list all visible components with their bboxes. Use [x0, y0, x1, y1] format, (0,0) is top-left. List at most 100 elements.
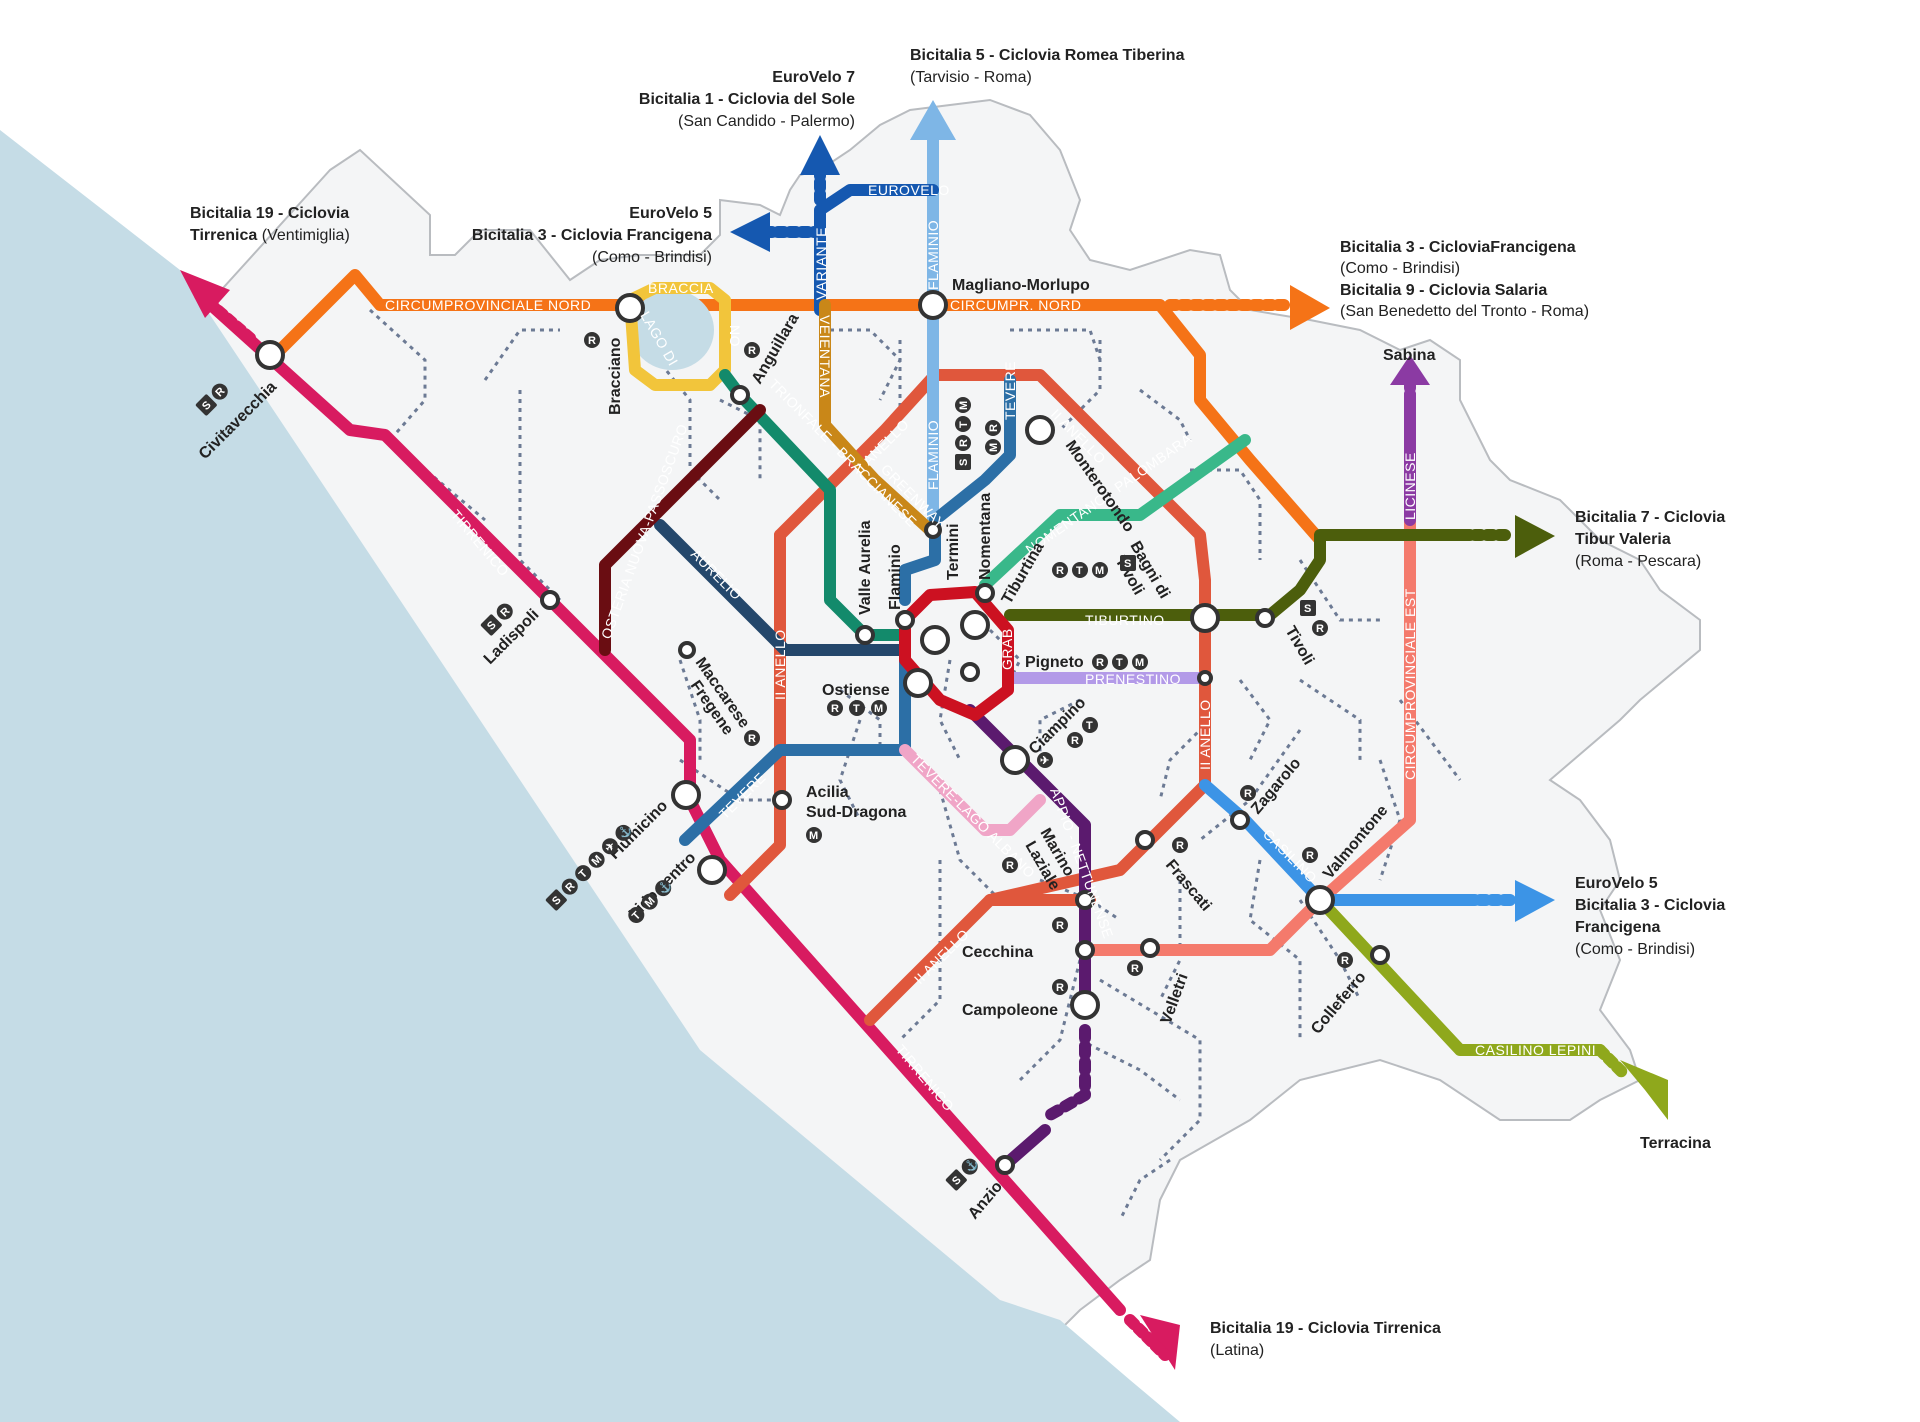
label-flaminio: Flaminio — [887, 544, 904, 610]
arrow-terracina — [1620, 1060, 1668, 1120]
route-label-licinese: LICINESE — [1402, 452, 1418, 520]
route-label-circ-est: CIRCUMPROVINCIALE EST — [1402, 588, 1418, 780]
badge-frascati: R — [1172, 837, 1188, 853]
svg-text:(San Candido - Palermo): (San Candido - Palermo) — [678, 113, 855, 130]
route-label-tevere-n: TEVERE — [1002, 361, 1018, 420]
badges-fiumicino: S R T M ✈ ⚓ — [545, 822, 635, 911]
station-anguillara — [730, 385, 750, 405]
badges-ostiense: R T M — [827, 700, 887, 716]
svg-text:Francigena: Francigena — [1575, 919, 1660, 936]
label-cecchina: Cecchina — [962, 944, 1033, 961]
label-valle-aurelia: Valle Aurelia — [857, 520, 874, 615]
svg-text:R: R — [1244, 788, 1252, 800]
station-ladispoli — [540, 590, 560, 610]
label-termini: Termini — [945, 523, 962, 580]
exit-ev5-se: EuroVelo 5 Bicitalia 3 - Ciclovia Franci… — [1575, 875, 1725, 958]
badge-valmontone: R — [1302, 847, 1318, 863]
svg-text:M: M — [1135, 657, 1144, 669]
badge-campoleone: R — [1052, 979, 1068, 995]
arrow-variante-west — [730, 212, 770, 252]
route-label-anello-e: II ANELLO — [1197, 699, 1213, 770]
route-label-casilino-lepini: CASILINO LEPINI — [1475, 1042, 1596, 1058]
line-aurelio — [654, 519, 911, 656]
label-bracciano: Bracciano — [607, 337, 624, 415]
route-label-veientana: VEIENTANA — [817, 315, 833, 398]
station-tivoli — [1255, 608, 1275, 628]
exit-labels: EuroVelo 7 Bicitalia 1 - Ciclovia del So… — [190, 47, 1725, 1359]
svg-text:R: R — [1056, 982, 1064, 994]
arrow-flaminio-north — [910, 100, 956, 140]
arrow-tirrenico-north — [180, 270, 230, 318]
svg-text:Bicitalia 7 - Ciclovia: Bicitalia 7 - Ciclovia — [1575, 509, 1725, 526]
badges-tivoli: S R — [1300, 600, 1328, 636]
route-label-variante: VARIANTE — [813, 227, 829, 300]
badges-bagni: S — [1120, 555, 1136, 571]
exit-bi7: Bicitalia 7 - Ciclovia Tibur Valeria (Ro… — [1575, 509, 1725, 570]
station-velletri — [1140, 938, 1160, 958]
svg-text:R: R — [748, 345, 756, 357]
svg-text:EuroVelo 5: EuroVelo 5 — [1575, 875, 1658, 892]
badges-termini: S R T M — [955, 397, 971, 470]
svg-text:R: R — [1071, 735, 1079, 747]
exit-bi5: Bicitalia 5 - Ciclovia Romea Tiberina (T… — [910, 47, 1185, 86]
exit-ev5-west: EuroVelo 5 Bicitalia 3 - Ciclovia Franci… — [472, 205, 712, 266]
badges-nomentana: M R — [985, 420, 1001, 455]
station-roma-3 — [960, 662, 980, 682]
svg-text:R: R — [1176, 840, 1184, 852]
svg-text:(San Benedetto del Tronto - Ro: (San Benedetto del Tronto - Roma) — [1340, 303, 1589, 320]
badge-bracciano: R — [584, 332, 600, 348]
svg-text:Bicitalia 3 - Ciclovia Francig: Bicitalia 3 - Ciclovia Francigena — [472, 227, 712, 244]
station-roma-2 — [960, 610, 990, 640]
station-nomentana — [975, 583, 995, 603]
line-nomentano — [979, 434, 1251, 591]
badge-cecchina: R — [1052, 917, 1068, 933]
svg-text:R: R — [1341, 955, 1349, 967]
label-pigneto: Pigneto — [1025, 654, 1084, 671]
station-maccarese — [678, 641, 696, 659]
svg-text:Bicitalia 19 - Ciclovia Tirren: Bicitalia 19 - Ciclovia Tirrenica — [1210, 1320, 1441, 1337]
svg-text:(Tarvisio - Roma): (Tarvisio - Roma) — [910, 69, 1032, 86]
badge-s-civitavecchia — [195, 394, 217, 416]
svg-text:R: R — [1316, 623, 1324, 635]
svg-text:S: S — [958, 459, 970, 466]
route-label-flaminio-1: FLAMINIO — [925, 220, 941, 290]
line-casilino — [1199, 779, 1555, 922]
station-anzio — [995, 1155, 1015, 1175]
svg-text:R: R — [1006, 860, 1014, 872]
route-label-eurovelo: EUROVELO — [868, 182, 950, 198]
label-acilia: Acilia — [806, 784, 849, 801]
land-area — [183, 98, 1701, 1342]
line-tiburtino — [1004, 515, 1555, 621]
exit-bi19-south: Bicitalia 19 - Ciclovia Tirrenica (Latin… — [1210, 1320, 1441, 1359]
line-grab — [899, 586, 1014, 721]
line-passoscuro — [599, 404, 766, 656]
station-civitavecchia — [255, 340, 285, 370]
station-campoleone — [1070, 990, 1100, 1020]
svg-text:M: M — [874, 703, 883, 715]
svg-text:R: R — [1056, 920, 1064, 932]
line-variante-eurovelo — [730, 135, 939, 316]
svg-text:M: M — [809, 830, 818, 842]
route-label-flaminio-2: FLAMINIO — [925, 420, 941, 490]
badge-colleferro: R — [1337, 952, 1353, 968]
label-campoleone: Campoleone — [962, 1002, 1058, 1019]
svg-text:✈: ✈ — [1040, 755, 1049, 767]
service-badges: S R S R R R S R T M M R R T M S S — [195, 332, 1353, 1191]
svg-text:(Como - Brindisi): (Como - Brindisi) — [1340, 260, 1460, 277]
station-valmontone — [1305, 885, 1335, 915]
svg-text:EuroVelo 5: EuroVelo 5 — [629, 205, 712, 222]
station-lido — [697, 855, 727, 885]
station-marino — [1075, 890, 1095, 910]
badges-anzio: S ⚓ — [945, 1156, 981, 1191]
svg-text:(Roma - Pescara): (Roma - Pescara) — [1575, 553, 1701, 570]
svg-text:R: R — [748, 733, 756, 745]
badge-velletri: R — [1127, 960, 1143, 976]
badge-zagarolo: R — [1240, 785, 1256, 801]
svg-text:Bicitalia 1 - Ciclovia del Sol: Bicitalia 1 - Ciclovia del Sole — [639, 91, 855, 108]
badges-ciampino: ✈ R T — [1037, 717, 1098, 768]
svg-text:(Latina): (Latina) — [1210, 1342, 1264, 1359]
svg-text:(Como - Brindisi): (Como - Brindisi) — [1575, 941, 1695, 958]
svg-text:T: T — [958, 421, 970, 428]
svg-text:Bicitalia 3 - CicloviaFrancige: Bicitalia 3 - CicloviaFrancigena — [1340, 239, 1576, 256]
